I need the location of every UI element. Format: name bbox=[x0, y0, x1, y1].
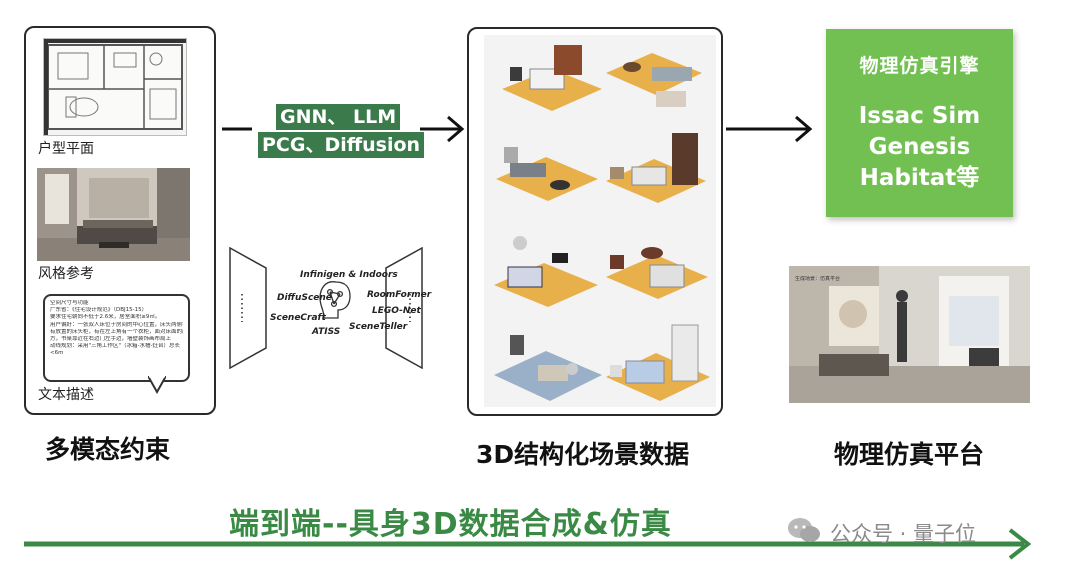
text-line: <6m bbox=[50, 350, 64, 357]
scene-render bbox=[606, 133, 706, 203]
text-line: 有放置的床头柜，有在左上角有一个衣柜，面对床面的面 bbox=[50, 328, 183, 335]
model-infinigen: Infinigen & Indoors bbox=[300, 270, 398, 280]
method-chip-line1: GNN、 LLM bbox=[276, 104, 401, 130]
style-reference-image bbox=[37, 168, 190, 261]
sim-photo-label: 生成场景：仿真平台 bbox=[795, 276, 841, 282]
model-scenecraft: SceneCraft bbox=[270, 313, 326, 323]
bubble-tail-icon bbox=[148, 376, 166, 394]
scene-render bbox=[494, 236, 598, 307]
engine-item-issac-sim: Issac Sim bbox=[858, 103, 981, 129]
left-arrow-icon bbox=[222, 115, 465, 143]
text-line: 要求住宅朝向不低于2.6米，居室面积≥9㎡。 bbox=[50, 314, 161, 321]
scene-render bbox=[502, 45, 602, 111]
banner-arrow-icon bbox=[24, 528, 1032, 560]
model-roomformer: RoomFormer bbox=[367, 290, 432, 300]
caption-scene-data: 3D结构化场景数据 bbox=[476, 440, 690, 469]
wechat-icon bbox=[788, 518, 820, 542]
scene-render bbox=[606, 324, 710, 401]
text-line: 空间尺寸与功能 bbox=[50, 300, 89, 306]
simulation-platform-image bbox=[789, 266, 1030, 403]
style-reference-label: 风格参考 bbox=[38, 266, 94, 282]
text-line: 广东省：《住宅设计规范》（DBJ15-15） bbox=[50, 307, 148, 314]
floorplan-label: 户型平面 bbox=[38, 141, 94, 157]
caption-sim-platform: 物理仿真平台 bbox=[834, 440, 985, 469]
engine-title: 物理仿真引擎 bbox=[859, 55, 980, 77]
caption-multimodal: 多模态约束 bbox=[45, 435, 171, 464]
engine-list: Issac Sim Genesis Habitat等 bbox=[826, 101, 1013, 194]
scene-render bbox=[606, 247, 708, 299]
text-line: 用户偏好：一张双人床位于房间的中心位置，床头两侧各 bbox=[50, 321, 183, 328]
scene-render bbox=[606, 53, 702, 107]
encoder-decoder-diagram bbox=[229, 246, 423, 370]
model-legonet: LEGO-Net bbox=[372, 306, 421, 316]
physics-engine-box: 物理仿真引擎 Issac Sim Genesis Habitat等 bbox=[826, 29, 1013, 217]
text-description-bubble: 空间尺寸与功能 广东省：《住宅设计规范》（DBJ15-15） 要求住宅朝向不低于… bbox=[43, 294, 190, 382]
scene-render bbox=[494, 335, 602, 401]
scene-render bbox=[496, 147, 598, 201]
text-description-label: 文本描述 bbox=[38, 387, 94, 403]
banner-title: 端到端--具身3D数据合成&仿真 bbox=[229, 507, 672, 542]
engine-item-genesis: Genesis bbox=[868, 134, 971, 160]
floorplan-image bbox=[43, 38, 187, 136]
engine-item-habitat: Habitat等 bbox=[859, 165, 980, 191]
text-line: 方，书桌靠近在右边门左手边，墙壁装饰画布局上 bbox=[50, 336, 172, 343]
model-diffuscene: DiffuScene bbox=[277, 293, 332, 303]
method-chip-line2: PCG、Diffusion bbox=[258, 132, 425, 158]
watermark-text: 公众号 · 量子位 bbox=[830, 522, 977, 546]
model-atiss: ATISS bbox=[312, 327, 341, 337]
scene-renders-grid bbox=[484, 35, 716, 407]
model-sceneteller: SceneTeller bbox=[349, 322, 408, 332]
right-arrow-icon bbox=[726, 115, 813, 143]
text-line: 动线规划：采用"三角工作区"（冰箱-水槽-灶台）总长 bbox=[50, 343, 181, 350]
